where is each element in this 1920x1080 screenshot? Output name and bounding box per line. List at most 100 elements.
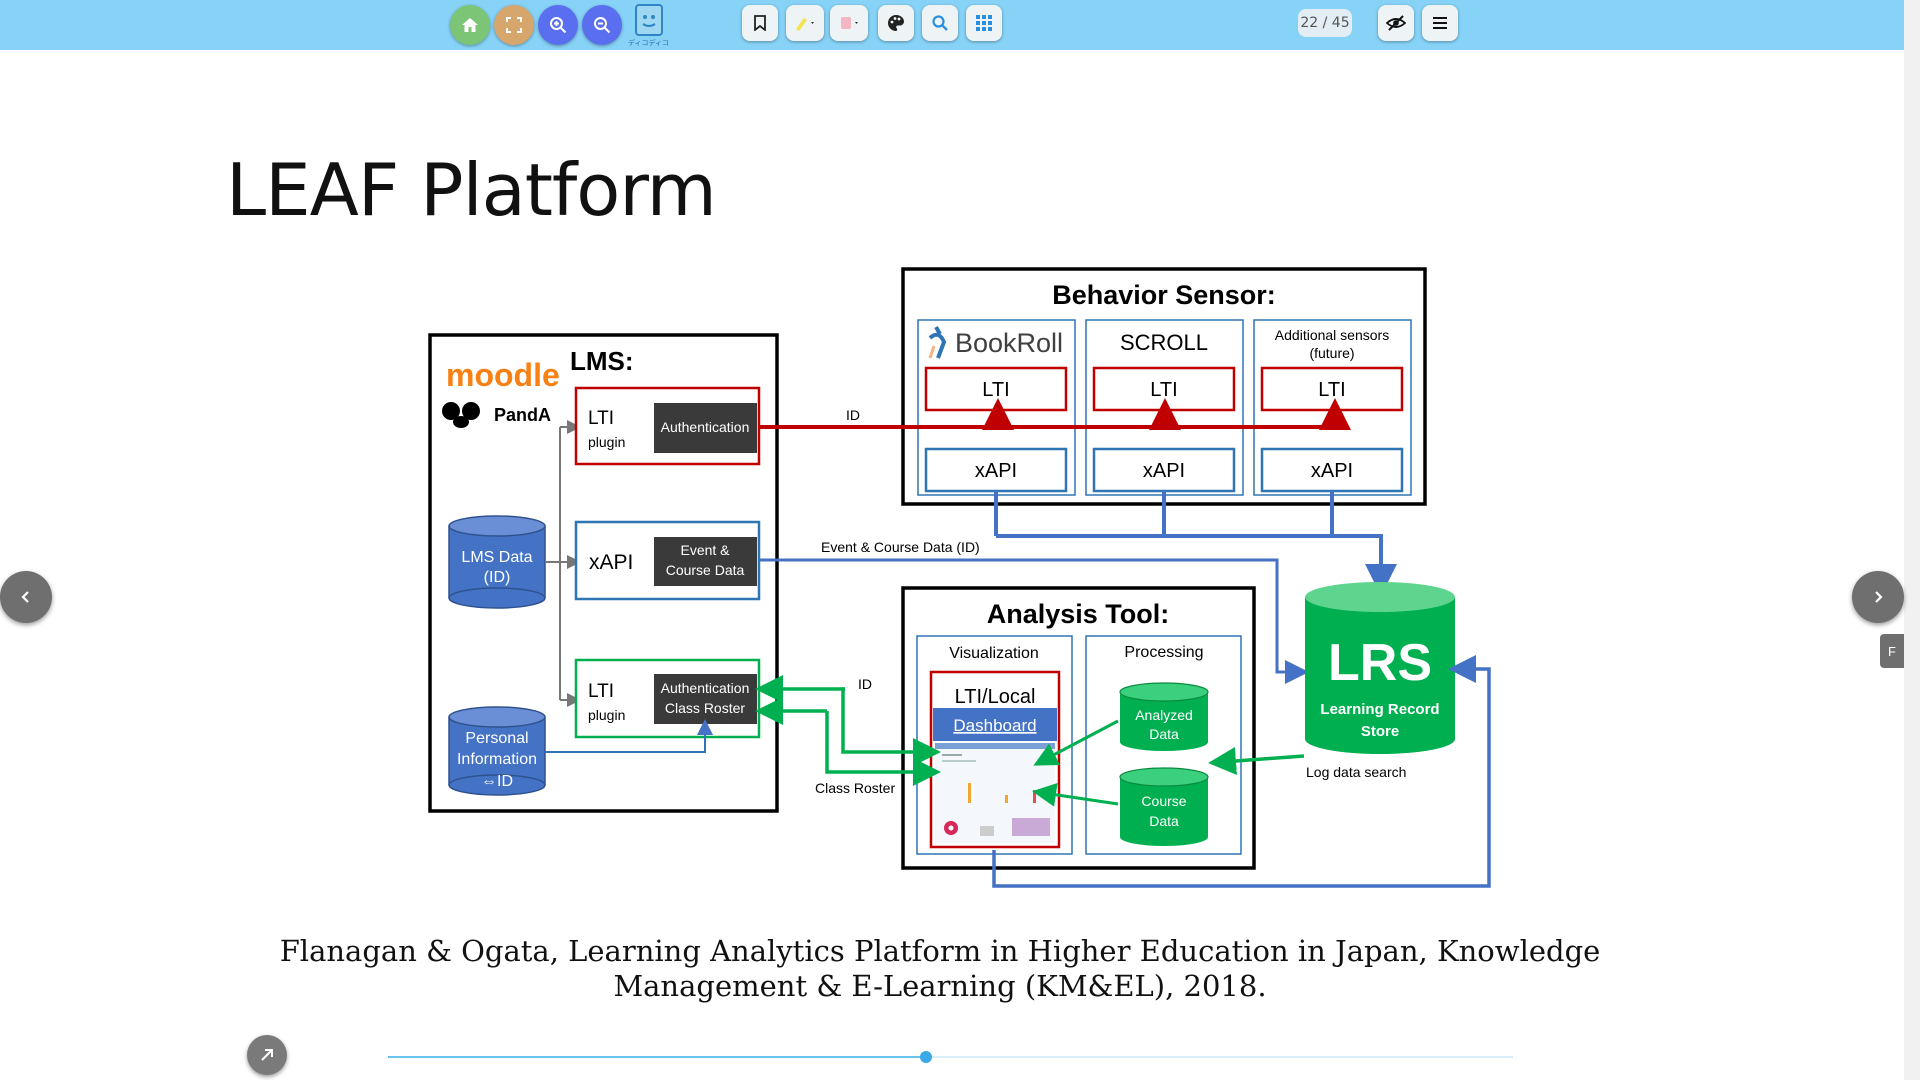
svg-text:plugin: plugin: [588, 707, 625, 723]
home-icon: [462, 18, 478, 32]
slide-progress-handle[interactable]: [920, 1051, 932, 1063]
analysis-frame: [901, 586, 1256, 870]
app-logo[interactable]: ディコディコ: [628, 3, 668, 47]
palette-icon: [888, 15, 904, 31]
scroll-xapi-box: [1092, 447, 1236, 493]
id-mid-label: ID: [858, 676, 872, 692]
svg-text:LTI/Local: LTI/Local: [955, 686, 1036, 708]
scroll-lti-box: [1092, 366, 1236, 412]
behavior-title: Behavior Sensor:: [1052, 280, 1276, 310]
svg-text:LTI: LTI: [1150, 379, 1177, 401]
svg-text:LMS Data: LMS Data: [461, 549, 532, 566]
lti-roster-plugin-box: [574, 658, 761, 739]
svg-text:Course: Course: [1141, 793, 1186, 809]
menu-button[interactable]: [1422, 5, 1458, 41]
authentication-label: Authentication: [661, 419, 750, 435]
svg-text:Additional sensors: Additional sensors: [1275, 327, 1389, 343]
svg-text:Store: Store: [1361, 723, 1399, 740]
scroll-label: SCROLL: [1120, 330, 1208, 355]
svg-text:Authentication: Authentication: [661, 680, 750, 696]
svg-text:Visualization: Visualization: [949, 645, 1039, 662]
top-toolbar: ディコディコ 22 / 45: [0, 0, 1904, 50]
xapi-plugin-box: [574, 520, 761, 601]
svg-text:Data: Data: [1149, 813, 1179, 829]
grid-icon: [976, 15, 992, 31]
panda-logo-icon: [442, 402, 480, 428]
svg-text:plugin: plugin: [588, 434, 625, 450]
bookroll-logo-icon: [928, 326, 947, 359]
home-button[interactable]: [450, 5, 490, 45]
lms-title: LMS:: [570, 346, 634, 376]
bookroll-xapi-box: [924, 447, 1068, 493]
svg-text:xAPI: xAPI: [1143, 460, 1185, 482]
zoom-in-button[interactable]: [538, 5, 578, 45]
svg-text:xAPI: xAPI: [1311, 460, 1353, 482]
page-indicator: 22 / 45: [1298, 9, 1352, 37]
svg-text:xAPI: xAPI: [589, 551, 633, 574]
fullscreen-button[interactable]: [494, 5, 534, 45]
svg-text:Learning Record: Learning Record: [1320, 701, 1439, 718]
eye-off-icon: [1386, 15, 1406, 31]
slide-citation: Flanagan & Ogata, Learning Analytics Pla…: [279, 934, 1601, 1003]
additional-xapi-box: [1260, 447, 1404, 493]
chevron-left-icon: [21, 591, 29, 603]
svg-text:LTI: LTI: [982, 379, 1009, 401]
dashboard-label: Dashboard: [953, 716, 1036, 735]
app-logo-label: ディコディコ: [628, 40, 668, 47]
zoom-in-icon: [550, 17, 567, 34]
behavior-frame: [901, 267, 1427, 506]
moodle-logo: moodle: [446, 357, 560, 393]
fullscreen-icon: [506, 17, 522, 33]
lrs-title: LRS: [1328, 634, 1432, 692]
lti-plugin-box: [574, 386, 761, 466]
panda-label: PandA: [494, 405, 551, 425]
lms-group: LMS: moodle PandA LMS Data (ID) Personal…: [428, 333, 779, 813]
svg-text:(future): (future): [1309, 345, 1354, 361]
next-slide-button[interactable]: [1852, 571, 1904, 623]
behavior-sensor-group: Behavior Sensor: BookRoll SCROLL Additio…: [901, 267, 1427, 506]
event-course-label: Event & Course Data (ID): [821, 539, 980, 555]
svg-text:Personal: Personal: [465, 730, 528, 747]
side-panel-tab[interactable]: F: [1880, 634, 1904, 668]
additional-lti-box: [1260, 366, 1404, 412]
hide-toggle-button[interactable]: [1378, 5, 1414, 41]
analysis-tool-group: Analysis Tool: Visualization Processing …: [901, 586, 1256, 870]
page-scrollbar[interactable]: [1904, 0, 1920, 1080]
svg-text:Event &: Event &: [680, 542, 730, 558]
eraser-icon: [841, 17, 858, 29]
svg-text:Class Roster: Class Roster: [665, 700, 745, 716]
svg-text:Data: Data: [1149, 726, 1179, 742]
bookroll-lti-box: [924, 366, 1068, 412]
highlighter-icon: [796, 18, 814, 31]
hamburger-menu-icon: [1433, 17, 1447, 29]
class-roster-label: Class Roster: [815, 780, 895, 796]
svg-text:xAPI: xAPI: [975, 460, 1017, 482]
app-logo-icon: [635, 4, 663, 36]
chevron-right-icon: [1875, 591, 1883, 603]
lrs-cylinder: LRS Learning Record Store: [1305, 582, 1455, 754]
expand-button[interactable]: [247, 1035, 287, 1075]
thumbnails-button[interactable]: [966, 5, 1002, 41]
zoom-out-button[interactable]: [582, 5, 622, 45]
zoom-out-icon: [594, 17, 611, 34]
svg-text:Processing: Processing: [1124, 644, 1203, 661]
lms-data-cylinder: LMS Data (ID): [448, 515, 546, 609]
previous-slide-button[interactable]: [0, 571, 52, 623]
id-top-label: ID: [846, 407, 860, 423]
eraser-button[interactable]: [830, 5, 868, 41]
slide-title: LEAF Platform: [226, 148, 717, 232]
log-search-label: Log data search: [1306, 764, 1406, 780]
analyzed-data-cylinder: Analyzed Data: [1119, 682, 1209, 751]
palette-button[interactable]: [878, 5, 914, 41]
arrow-up-right-icon: [261, 1049, 273, 1061]
course-data-cylinder: Course Data: [1119, 767, 1209, 846]
highlighter-button[interactable]: [786, 5, 824, 41]
bookmark-button[interactable]: [742, 5, 778, 41]
dashboard-thumbnail: [935, 743, 1055, 843]
lms-frame: [428, 333, 779, 813]
svg-text:LTI: LTI: [1318, 379, 1345, 401]
search-button[interactable]: [922, 5, 958, 41]
svg-text:(ID): (ID): [484, 569, 511, 586]
slide-progress-track[interactable]: [388, 1056, 1513, 1058]
svg-text:Information: Information: [457, 751, 537, 768]
